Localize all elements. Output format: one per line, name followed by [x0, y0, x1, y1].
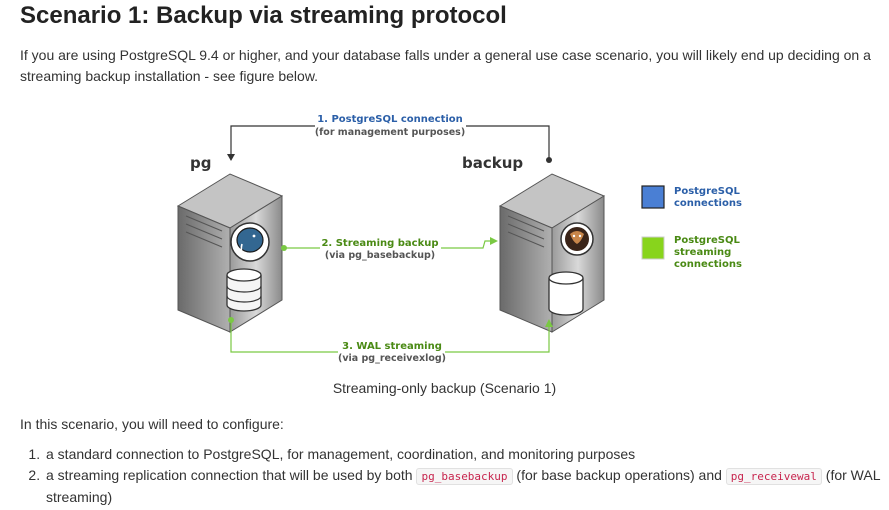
- conn2-subtitle: (via pg_basebackup): [325, 250, 435, 261]
- legend-item-label: PostgreSQL: [674, 186, 741, 197]
- code-pg-basebackup: pg_basebackup: [416, 468, 513, 485]
- legend-swatch-green: [641, 236, 665, 260]
- list-item-text: a streaming replication connection that …: [46, 467, 417, 483]
- intro-paragraph: If you are using PostgreSQL 9.4 or highe…: [20, 47, 871, 84]
- legend-item-label: PostgreSQL: [674, 235, 741, 246]
- list-item: a streaming replication connection that …: [44, 465, 889, 508]
- list-item-text: a standard connection to PostgreSQL, for…: [46, 446, 636, 462]
- connection-dot-icon: [281, 245, 287, 251]
- arrow-down-icon: [227, 154, 235, 161]
- legend-item-label: streaming: [674, 247, 731, 258]
- barman-logo-icon: [560, 222, 594, 256]
- arrow-up-icon: [545, 319, 553, 327]
- conn3-title: 3. WAL streaming: [342, 341, 442, 352]
- architecture-figure: 1. PostgreSQL connection (for management…: [170, 108, 760, 368]
- code-pg-receivewal: pg_receivewal: [725, 468, 822, 485]
- conn1-title: 1. PostgreSQL connection: [317, 114, 463, 125]
- legend: PostgreSQL connections PostgreSQL stream…: [641, 185, 742, 270]
- connection-dot-icon: [546, 157, 552, 163]
- postgresql-elephant-icon: [230, 222, 270, 262]
- list-item-text: (for base backup operations) and: [512, 467, 726, 483]
- figure-caption: Streaming-only backup (Scenario 1): [332, 380, 557, 396]
- list-item: a standard connection to PostgreSQL, for…: [44, 444, 889, 465]
- wal-streaming-connection: 3. WAL streaming (via pg_receivexlog): [228, 317, 553, 364]
- conn1-subtitle: (for management purposes): [315, 127, 465, 138]
- server-pg-label: pg: [190, 154, 211, 172]
- conn2-title: 2. Streaming backup: [321, 238, 438, 249]
- page-title: Scenario 1: Backup via streaming protoco…: [20, 2, 507, 29]
- architecture-diagram: 1. PostgreSQL connection (for management…: [176, 114, 742, 364]
- legend-swatch-blue: [641, 185, 665, 209]
- management-connection: 1. PostgreSQL connection (for management…: [227, 114, 552, 163]
- conn3-subtitle: (via pg_receivexlog): [338, 353, 446, 364]
- streaming-backup-connection: 2. Streaming backup (via pg_basebackup): [281, 237, 498, 261]
- backup-storage-icon: [548, 271, 584, 316]
- backup-server: [498, 173, 606, 333]
- configuration-list: a standard connection to PostgreSQL, for…: [20, 444, 889, 508]
- configure-lead: In this scenario, you will need to confi…: [20, 416, 284, 432]
- connection-dot-icon: [228, 317, 234, 323]
- list-item-text: (for WAL streaming): [46, 467, 880, 505]
- database-cylinder-icon: [226, 268, 262, 312]
- pg-server: [176, 173, 284, 333]
- legend-item-label: connections: [674, 198, 742, 209]
- server-backup-label: backup: [462, 154, 523, 172]
- arrow-right-icon: [490, 237, 498, 245]
- legend-item-label: connections: [674, 259, 742, 270]
